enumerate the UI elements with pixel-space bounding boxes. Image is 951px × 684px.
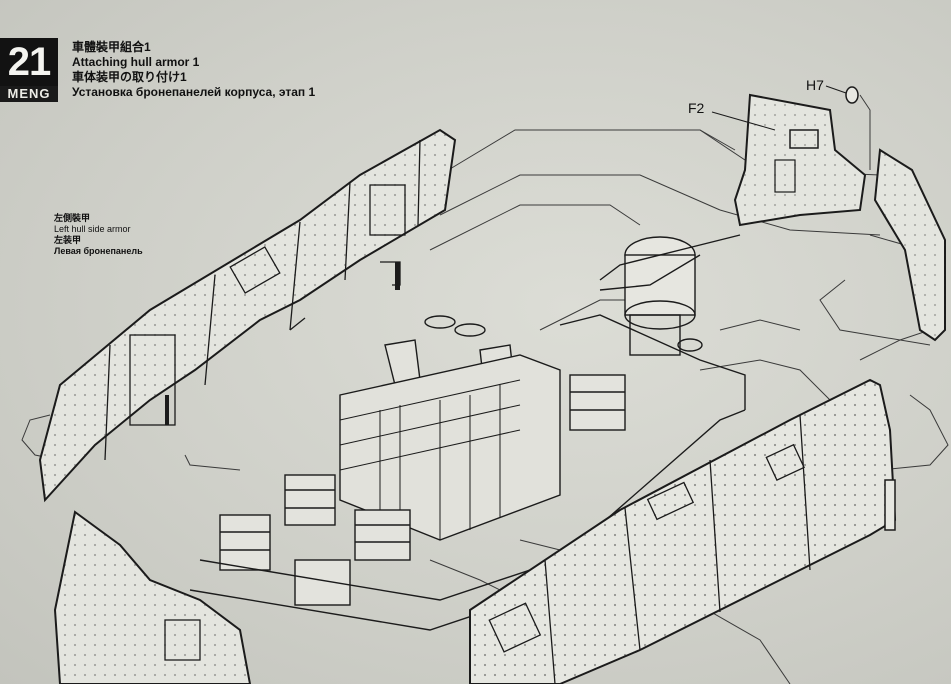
callout-en: Left hull side armor — [54, 224, 131, 234]
left-rear-armor — [53, 510, 252, 684]
right-hull-side-armor — [469, 378, 897, 684]
hull-interior — [189, 234, 746, 631]
step-title-ru: Установка бронепанелей корпуса, этап 1 — [72, 85, 316, 99]
part-label-f2: F2 — [688, 100, 705, 116]
step-title-block: 車體裝甲組合1 Attaching hull armor 1 車体装甲の取り付け… — [72, 40, 315, 100]
left-hull-side-armor — [38, 128, 457, 503]
part-h7 — [825, 85, 859, 104]
brand-logo: MENG — [0, 86, 58, 102]
left-armor-callout: 左側裝甲 Left hull side armor 左装甲 Левая брон… — [54, 213, 143, 257]
step-title-en: Attaching hull armor 1 — [72, 55, 200, 69]
part-label-h7: H7 — [806, 77, 824, 93]
callout-ru: Левая бронепанель — [54, 246, 143, 256]
front-armor-f2 — [711, 93, 867, 227]
step-title-jp: 車體裝甲組合1 — [72, 40, 151, 54]
step-number-badge: 21 — [0, 38, 58, 86]
callout-jp: 左側裝甲 — [54, 213, 91, 223]
callout-cn: 左装甲 — [54, 235, 82, 245]
right-front-side-panel — [873, 148, 946, 342]
step-title-cn: 車体装甲の取り付け1 — [72, 70, 187, 84]
